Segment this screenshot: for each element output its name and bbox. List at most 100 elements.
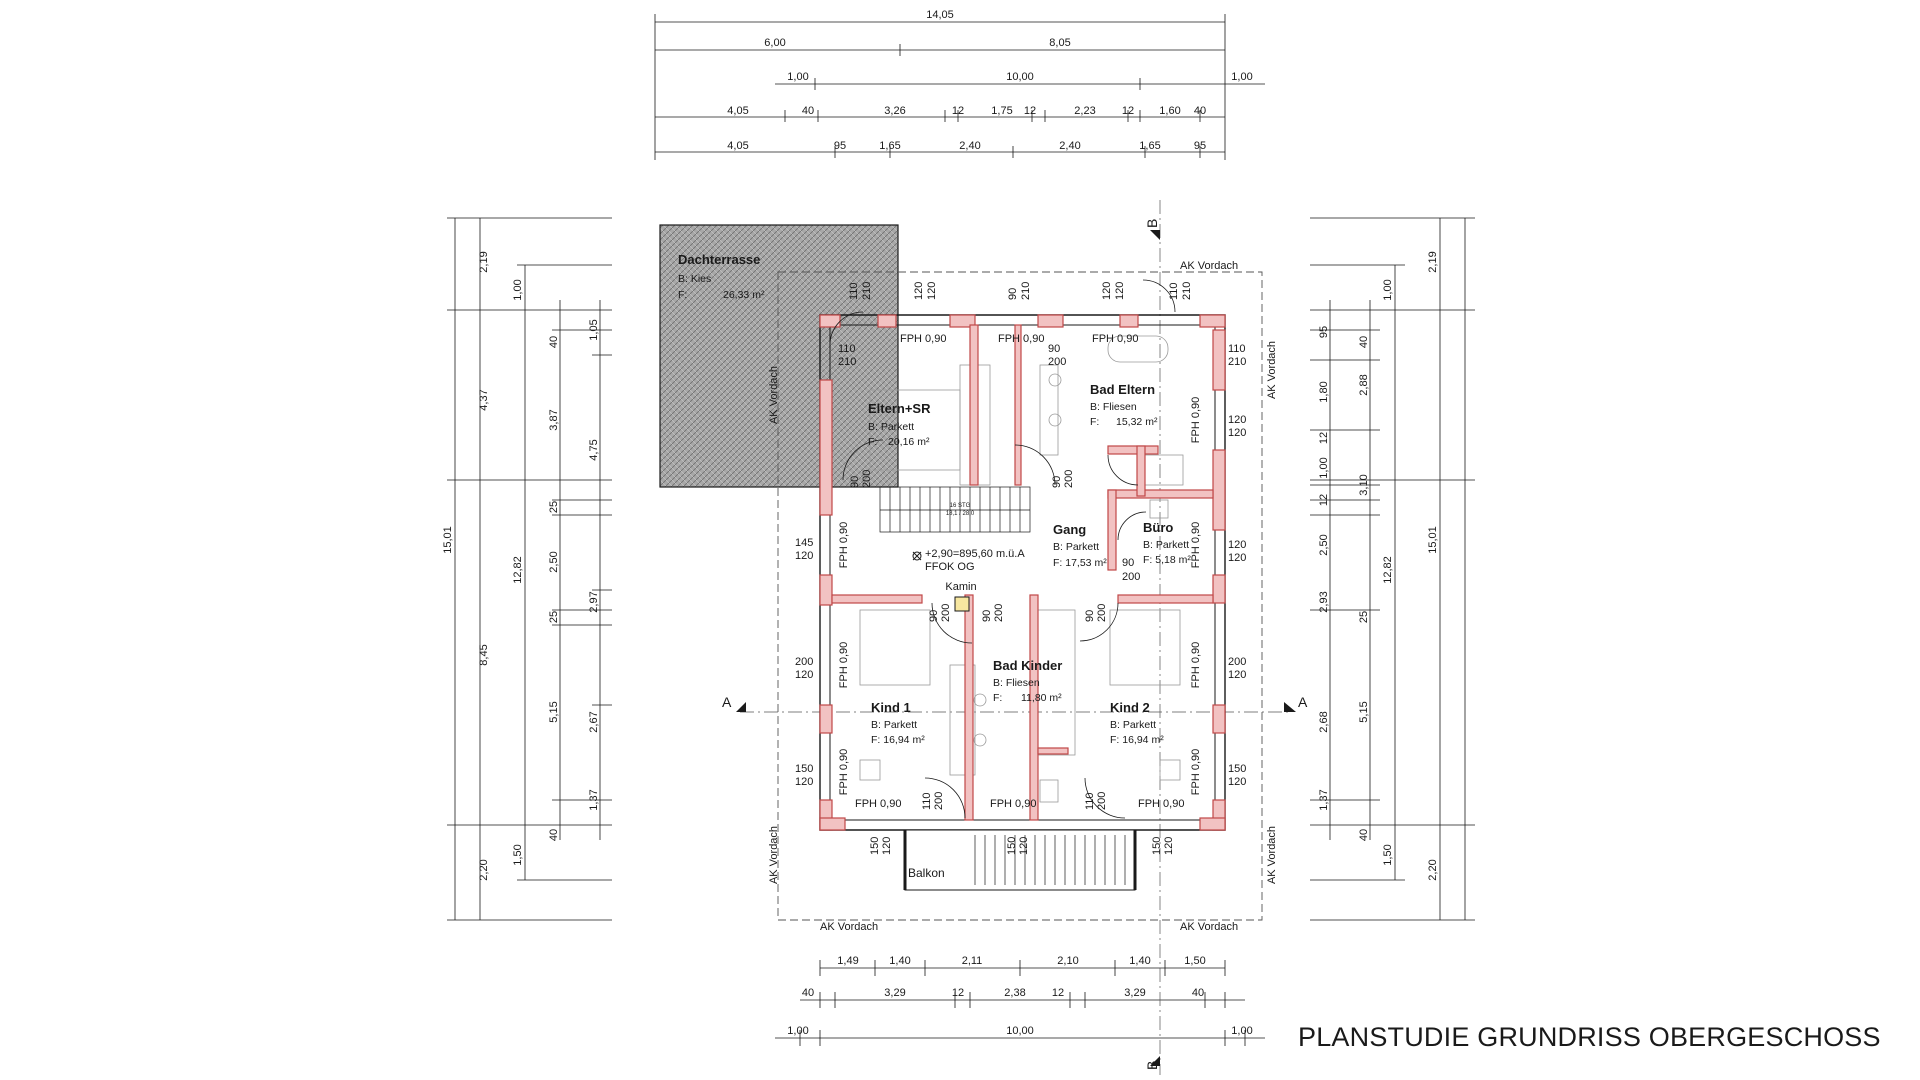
room-name-eltern-sr: Eltern+SR [868, 401, 931, 416]
dimension-text-left: 15,01 2,19 4,37 8,45 2,20 1,00 12,82 1,5… [442, 251, 600, 880]
room-name-bad-eltern: Bad Eltern [1090, 382, 1155, 397]
dim-left-c2-2: 4,37 [478, 389, 490, 410]
dim-right-c1-1: 95 [1318, 326, 1330, 338]
op8-a: 110 [1228, 343, 1246, 355]
dim-top-r4-7: 2,23 [1074, 105, 1095, 117]
dimensions-right [1310, 217, 1475, 921]
stair-label-2: 18,1 / 28,0 [946, 511, 975, 517]
op18-b: 120 [795, 669, 813, 681]
ak-vordach-right-top: AK Vordach [1266, 341, 1278, 399]
op3-a: 120 [913, 282, 925, 300]
op10-b: 120 [1228, 552, 1246, 564]
dim-right-c1-7: 2,93 [1318, 591, 1330, 612]
dim-bot-r1-1: 1,49 [837, 955, 858, 967]
walls [819, 314, 1226, 831]
room-name-bad-kinder: Bad Kinder [993, 658, 1062, 673]
dachterrasse-area [659, 224, 899, 488]
ak-vordach-left-bottom: AK Vordach [768, 826, 780, 884]
op8-b: 210 [1228, 356, 1246, 368]
op1-b: 210 [838, 356, 856, 368]
dim-bot-r2-6: 3,29 [1124, 987, 1145, 999]
dim-top-r4-1: 4,05 [727, 105, 748, 117]
room-eltern-sr: Eltern+SR B: Parkett F: 20,16 m² [868, 401, 931, 448]
room-area-bad-eltern: 15,32 m² [1116, 416, 1158, 428]
op24-a: 150 [869, 837, 881, 855]
room-gang: Gang B: Parkett F: 17,53 m² [1053, 522, 1107, 569]
op4-b: 210 [1020, 282, 1032, 300]
op6-a: 110 [1168, 282, 1180, 300]
room-kind1: Kind 1 B: Parkett F: 16,94 m² [871, 700, 925, 746]
balkon-area [903, 829, 1137, 891]
room-floor-gang: B: Parkett [1053, 541, 1099, 553]
op25-a: 150 [1006, 837, 1018, 855]
room-area-dachterrasse: 26,33 m² [723, 289, 765, 301]
op23-b: 200 [1096, 792, 1108, 810]
dim-right-c4-3: 2,20 [1427, 859, 1439, 880]
room-floor-kind2: B: Parkett [1110, 719, 1156, 731]
dim-right-c3-2: 12,82 [1382, 556, 1394, 584]
dim-top-r4-6: 12 [1024, 105, 1036, 117]
dimensions-left [447, 217, 612, 921]
dim-top-r5-3: 1,65 [879, 140, 900, 152]
dim-right-c1-8: 2,68 [1318, 711, 1330, 732]
op5-a: 120 [1101, 282, 1113, 300]
room-name-gang: Gang [1053, 522, 1086, 537]
room-floor-bad-eltern: B: Fliesen [1090, 401, 1137, 413]
dim-top-r4-10: 40 [1194, 105, 1206, 117]
dim-right-c1-6: 2,50 [1318, 534, 1330, 555]
dimensions-top [654, 14, 1265, 160]
fph-bottom-1: FPH 0,90 [855, 798, 901, 810]
dim-bot-r1-2: 1,40 [889, 955, 910, 967]
dim-top-r5-4: 2,40 [959, 140, 980, 152]
dim-right-c1-2: 1,80 [1318, 381, 1330, 402]
dim-top-r4-3: 3,26 [884, 105, 905, 117]
ak-vordach-bottom-right: AK Vordach [1180, 921, 1238, 933]
room-name-balkon: Balkon [908, 866, 945, 880]
op9-b: 120 [1228, 427, 1246, 439]
ak-vordach-right-bottom: AK Vordach [1266, 826, 1278, 884]
fph-bottom-2: FPH 0,90 [990, 798, 1036, 810]
dimension-text-right: 95 1,80 12 1,00 12 2,50 2,93 2,68 1,37 4… [1318, 251, 1439, 880]
fph-top-3: FPH 0,90 [1092, 333, 1138, 345]
op16-b: 200 [993, 604, 1005, 622]
room-area-gang: F: 17,53 m² [1053, 557, 1107, 569]
room-area-prefix-dachterrasse: F: [678, 289, 687, 301]
fph-top-2: FPH 0,90 [998, 333, 1044, 345]
op6-b: 210 [1181, 282, 1193, 300]
dim-top-r3-3: 1,00 [1231, 71, 1252, 83]
dim-left-c2-4: 2,20 [478, 859, 490, 880]
section-b-bottom-arrow-icon [1150, 1056, 1160, 1066]
op25-b: 120 [1018, 837, 1030, 855]
dim-right-c1-9: 1,37 [1318, 789, 1330, 810]
op16-a: 90 [981, 610, 993, 622]
dim-top-r5-1: 4,05 [727, 140, 748, 152]
fph-right-1: FPH 0,90 [1190, 397, 1202, 443]
op20-a: 150 [795, 763, 813, 775]
dim-top-r3-1: 1,00 [787, 71, 808, 83]
dim-right-c2-6: 40 [1358, 829, 1370, 841]
dim-top-r4-8: 12 [1122, 105, 1134, 117]
dimension-text-bottom: 1,49 1,40 2,11 2,10 1,40 1,50 40 3,29 12… [787, 955, 1252, 1037]
level-label: +2,90=895,60 m.ü.A [925, 548, 1025, 560]
dim-bot-r2-7: 40 [1192, 987, 1204, 999]
dim-bot-r1-3: 2,11 [962, 955, 983, 967]
dim-right-c2-3: 3,10 [1358, 474, 1370, 495]
dim-left-c5-2: 4,75 [588, 439, 600, 460]
op7-b: 200 [1048, 356, 1066, 368]
op11-a: 145 [795, 537, 813, 549]
dim-left-c4-6: 5,15 [548, 701, 560, 722]
op17-b: 200 [1096, 604, 1108, 622]
op22-a: 110 [921, 792, 933, 810]
stair-label-1: 16 STG [950, 503, 971, 509]
fph-bottom-3: FPH 0,90 [1138, 798, 1184, 810]
dim-top-total: 14,05 [926, 9, 954, 21]
section-a-right-label: A [1298, 694, 1308, 710]
ak-vordach-left-top: AK Vordach [768, 366, 780, 424]
ak-vordach-bottom-left: AK Vordach [820, 921, 878, 933]
section-b-top-label: B [1144, 219, 1160, 228]
dim-bot-r3-2: 10,00 [1006, 1025, 1034, 1037]
dim-bot-r3-3: 1,00 [1231, 1025, 1252, 1037]
page-title: PLANSTUDIE GRUNDRISS OBERGESCHOSS [1298, 1022, 1881, 1052]
op18-a: 200 [795, 656, 813, 668]
dim-left-c5-3: 2,97 [588, 591, 600, 612]
